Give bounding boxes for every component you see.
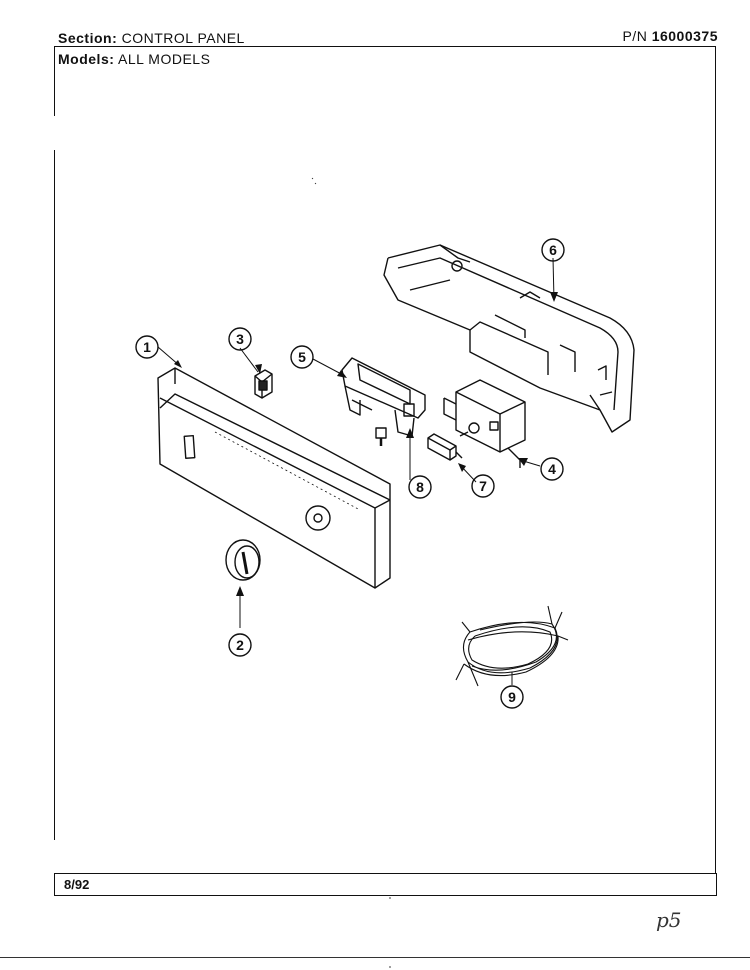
part-console-housing xyxy=(383,244,635,433)
pn-value: 16000375 xyxy=(651,28,718,44)
leader-lines xyxy=(157,257,555,685)
callout-2-label: 2 xyxy=(236,637,244,653)
leader-arrowheads xyxy=(174,292,558,596)
callout-8-label: 8 xyxy=(416,479,424,495)
callout-4: 4 xyxy=(540,457,564,481)
callout-3-label: 3 xyxy=(236,331,244,347)
models-label: Models: xyxy=(58,51,115,67)
part-knob xyxy=(225,539,261,581)
part-wire-harness xyxy=(455,605,569,687)
callout-7: 7 xyxy=(471,474,495,498)
section-value: CONTROL PANEL xyxy=(121,30,245,46)
callout-7-label: 7 xyxy=(479,478,487,494)
frame-top-border xyxy=(54,46,716,47)
pn-label: P/N xyxy=(622,28,648,44)
callout-8: 8 xyxy=(408,475,432,499)
part-number-heading: P/N 16000375 xyxy=(622,28,718,44)
models-heading: Models: ALL MODELS xyxy=(58,51,210,67)
callout-9-label: 9 xyxy=(508,689,516,705)
part-control-panel xyxy=(157,367,391,589)
callout-2: 2 xyxy=(228,633,252,657)
revision-date: 8/92 xyxy=(64,877,90,892)
part-rocker-switch xyxy=(254,369,273,399)
section-label: Section: xyxy=(58,30,118,46)
footer-box xyxy=(54,873,717,896)
part-switch-bracket xyxy=(341,357,426,446)
callout-4-label: 4 xyxy=(548,461,556,477)
scan-specks xyxy=(311,177,391,968)
bottom-rule xyxy=(0,957,750,958)
callout-5: 5 xyxy=(290,345,314,369)
callout-1-label: 1 xyxy=(143,339,151,355)
handwritten-signature: p5 xyxy=(656,908,682,932)
frame-left-border-lower xyxy=(54,150,55,840)
frame-left-border-upper xyxy=(54,46,55,116)
callout-6: 6 xyxy=(541,238,565,262)
callout-3: 3 xyxy=(228,327,252,351)
frame-right-border xyxy=(715,46,716,874)
callout-5-label: 5 xyxy=(298,349,306,365)
callout-1: 1 xyxy=(135,335,159,359)
section-heading: Section: CONTROL PANEL xyxy=(58,30,245,46)
callout-9: 9 xyxy=(500,685,524,709)
models-value: ALL MODELS xyxy=(118,51,211,67)
part-timer xyxy=(443,379,526,468)
part-micro-switch xyxy=(427,433,463,461)
callout-6-label: 6 xyxy=(549,242,557,258)
